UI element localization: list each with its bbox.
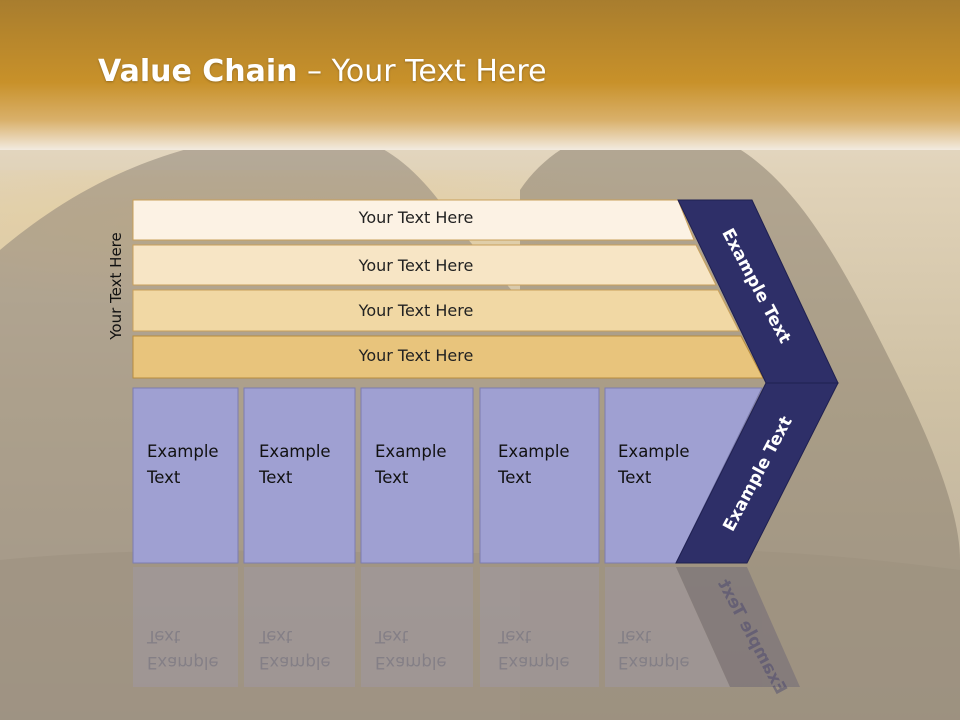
band-4 bbox=[132, 335, 764, 379]
box-label-5: Example Text bbox=[618, 439, 708, 491]
band-label-2: Your Text Here bbox=[358, 256, 474, 275]
reflection-labels: Example Text Example Text Example Text E… bbox=[0, 565, 960, 720]
band-1 bbox=[132, 199, 695, 241]
band-label-3: Your Text Here bbox=[358, 301, 474, 320]
reflection-label-4: Example Text bbox=[498, 623, 588, 675]
reflection-label-3-line2: Text bbox=[375, 627, 409, 646]
reflection-label-3: Example Text bbox=[375, 623, 465, 675]
reflection-label-5-line2: Text bbox=[618, 627, 652, 646]
chevron-bottom bbox=[675, 382, 839, 564]
title-bold-part: Value Chain bbox=[98, 54, 298, 89]
box-label-1: Example Text bbox=[147, 439, 237, 491]
box-label-2: Example Text bbox=[259, 439, 349, 491]
box-2 bbox=[243, 387, 356, 564]
box-label-2-line1: Example bbox=[259, 442, 331, 461]
reflection-label-3-line1: Example bbox=[375, 653, 447, 672]
reflection-label-4-line1: Example bbox=[498, 653, 570, 672]
slide-title: Value Chain – Your Text Here bbox=[98, 54, 547, 89]
band-2 bbox=[132, 244, 717, 286]
box-label-4-line2: Text bbox=[498, 468, 532, 487]
band-3 bbox=[132, 289, 740, 332]
box-label-5-line1: Example bbox=[618, 442, 690, 461]
band-label-4: Your Text Here bbox=[358, 346, 474, 365]
box-3 bbox=[360, 387, 474, 564]
box-label-2-line2: Text bbox=[259, 468, 293, 487]
reflection-label-4-line2: Text bbox=[498, 627, 532, 646]
box-label-3-line1: Example bbox=[375, 442, 447, 461]
box-label-1-line1: Example bbox=[147, 442, 219, 461]
box-label-1-line2: Text bbox=[147, 468, 181, 487]
box-label-4: Example Text bbox=[498, 439, 588, 491]
reflection-label-2-line2: Text bbox=[259, 627, 293, 646]
reflection-label-1: Example Text bbox=[147, 623, 237, 675]
reflection bbox=[133, 567, 800, 687]
box-4 bbox=[479, 387, 600, 564]
box-label-5-line2: Text bbox=[618, 468, 652, 487]
reflection-label-5-line1: Example bbox=[618, 653, 690, 672]
reflection-label-1-line2: Text bbox=[147, 627, 181, 646]
reflection-label-1-line1: Example bbox=[147, 653, 219, 672]
reflection-label-5: Example Text bbox=[618, 623, 708, 675]
box-1 bbox=[132, 387, 239, 564]
reflection-chevron-label: Example Text bbox=[713, 576, 791, 698]
reflection-label-2-line1: Example bbox=[259, 653, 331, 672]
box-label-4-line1: Example bbox=[498, 442, 570, 461]
reflection-label-2: Example Text bbox=[259, 623, 349, 675]
band-label-1: Your Text Here bbox=[358, 208, 474, 227]
title-rest-part: – Your Text Here bbox=[297, 54, 547, 89]
box-label-3: Example Text bbox=[375, 439, 465, 491]
box-label-3-line2: Text bbox=[375, 468, 409, 487]
